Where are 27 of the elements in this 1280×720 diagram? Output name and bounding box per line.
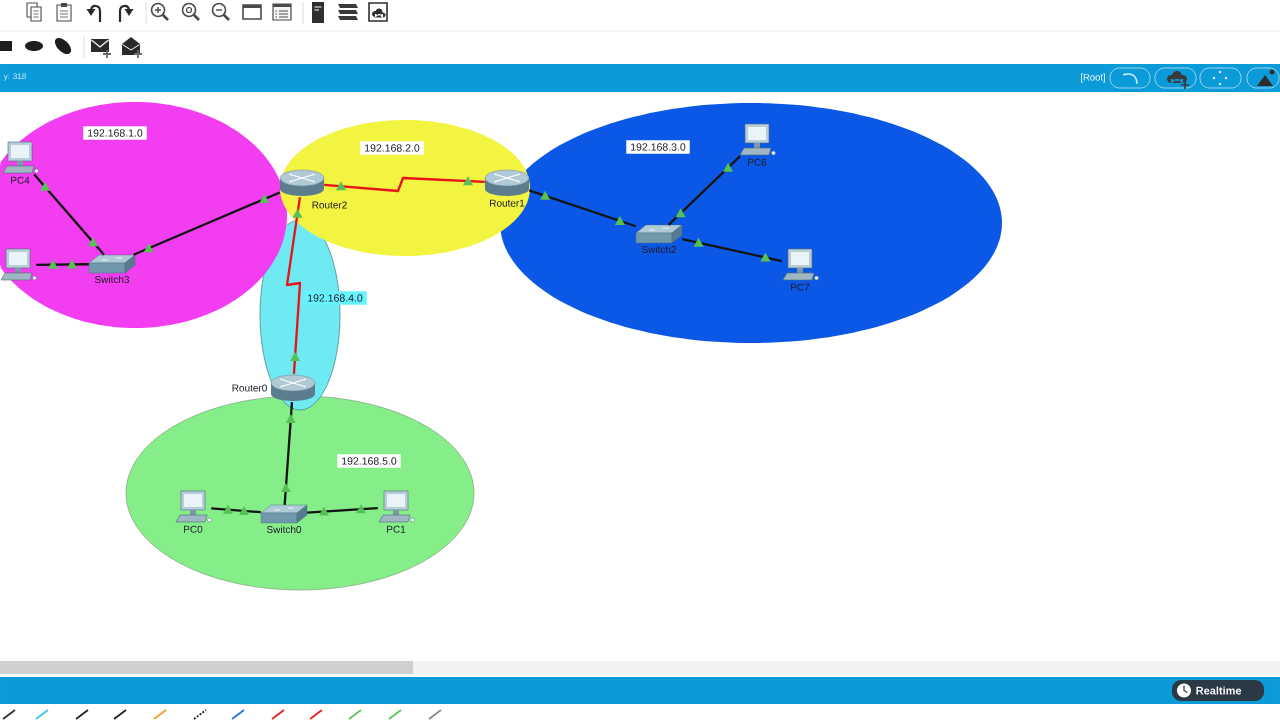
- pc-icon: [0, 248, 37, 281]
- device-label: PC6: [748, 158, 767, 166]
- address-label: 192.168.3.0: [626, 140, 690, 154]
- address-label: 192.168.5.0: [337, 454, 401, 468]
- breadcrumb-label: [Root]: [1081, 73, 1105, 83]
- device-label: Router2: [312, 201, 347, 209]
- address-label: 192.168.2.0: [360, 141, 424, 155]
- address-label: 192.168.4.0: [303, 291, 367, 305]
- network-link: [667, 155, 741, 226]
- network-link: [324, 176, 485, 193]
- device-label: PC7: [791, 283, 810, 291]
- device-label: Switch0: [266, 525, 302, 534]
- address-label: 192.168.1.0: [83, 126, 147, 140]
- device-label: Switch3: [94, 275, 130, 284]
- device-label: PC1: [387, 525, 406, 533]
- device-label: PC4: [11, 176, 30, 184]
- device-label: Switch2: [641, 245, 676, 254]
- network-link: [211, 507, 261, 514]
- device-label: PC0: [184, 525, 203, 533]
- device-label: Router1: [490, 199, 525, 207]
- network-link: [528, 189, 637, 228]
- device-label: Router0: [232, 384, 267, 392]
- coordinate-readout: y: 318: [3, 73, 26, 81]
- network-link: [283, 402, 294, 505]
- network-link: [36, 263, 89, 266]
- network-link: [307, 507, 378, 514]
- network-link: [33, 173, 105, 256]
